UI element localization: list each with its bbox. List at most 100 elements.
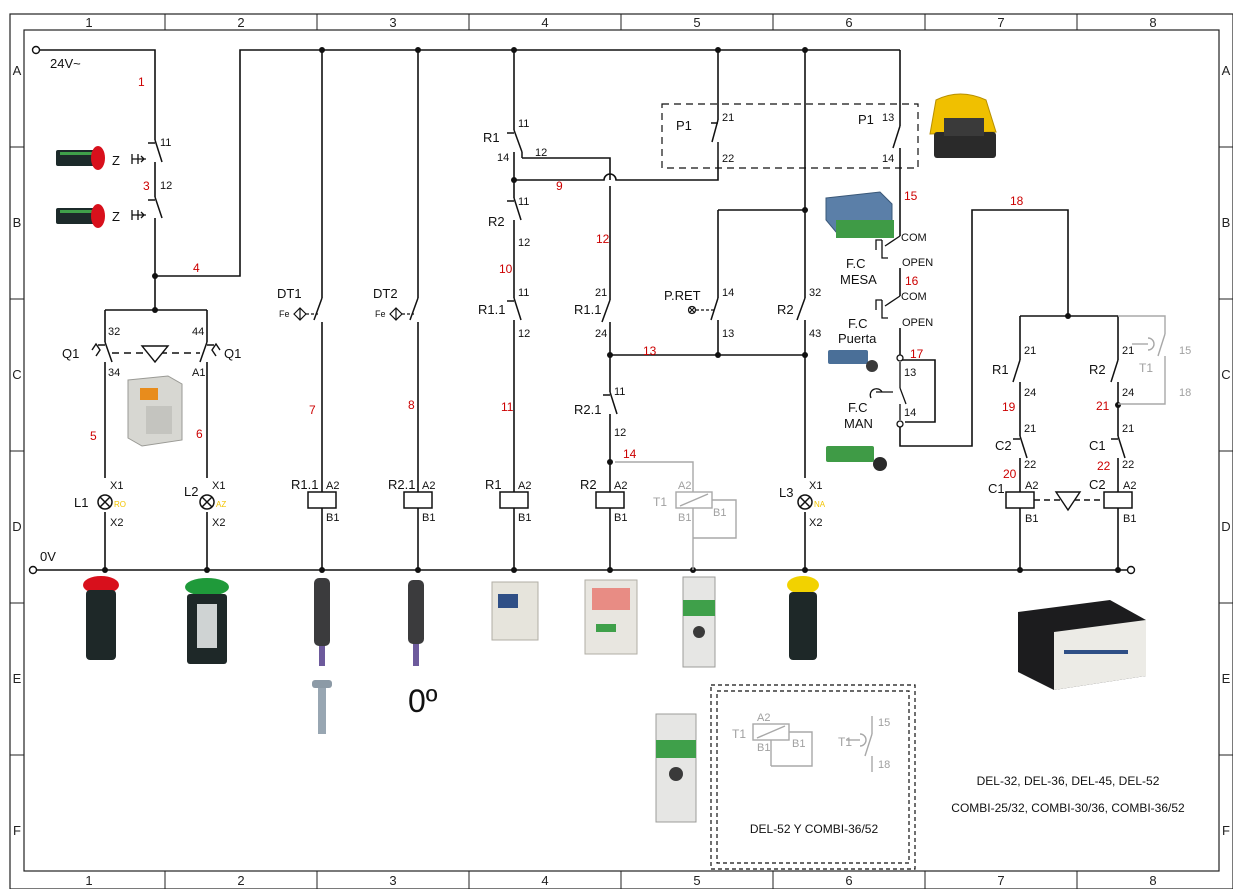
r2-a2: B1 — [614, 512, 627, 524]
dt1-label: DT1 — [277, 286, 302, 301]
r2-interlock-label: R2 — [1089, 362, 1106, 377]
contactor-interlock — [1034, 491, 1104, 512]
r2-a1: A2 — [614, 480, 627, 492]
wire-number-22: 22 — [1097, 459, 1111, 473]
p1-label-left: P1 — [676, 118, 692, 133]
l1-colour-tag: RO — [114, 500, 126, 509]
estop-1-term-11: 11 — [160, 137, 171, 149]
row-e-label-right: E — [1222, 671, 1231, 686]
p1-label-right: P1 — [858, 112, 874, 127]
limit-switch-mesa-picture — [825, 191, 894, 238]
col-2-label: 2 — [237, 15, 244, 30]
foot-pedal-picture — [929, 93, 997, 158]
wire-numbers: 1 3 4 5 6 7 8 9 10 11 12 13 14 15 16 17 … — [90, 75, 1111, 481]
fc-puerta-com: COM — [901, 291, 927, 303]
r1-coil-label: R1 — [485, 477, 502, 492]
supply-0v-label: 0V — [40, 549, 56, 564]
row-f-label-right: F — [1222, 823, 1230, 838]
wire-number-15: 15 — [904, 189, 918, 203]
wire-number-18: 18 — [1010, 194, 1024, 208]
c1-nc-term-22: 22 — [1122, 459, 1134, 471]
row-a-label-right: A — [1222, 63, 1231, 78]
relay-coils — [307, 491, 1133, 509]
timer-t1-picture — [682, 576, 716, 668]
pret-term-13: 13 — [722, 328, 734, 340]
dt1-fe: Fe — [279, 309, 290, 319]
q1-label-left: Q1 — [62, 346, 79, 361]
row-f-label: F — [13, 823, 21, 838]
p1-term-13: 13 — [882, 112, 894, 124]
l3-term-x1: X1 — [809, 480, 822, 492]
green-lamp-picture — [185, 578, 229, 664]
r2-i-term-21: 21 — [1122, 345, 1134, 357]
fc-puerta-label: Puerta — [838, 331, 877, 346]
c2-a1: A2 — [1123, 480, 1136, 492]
l2-colour-tag: AZ — [216, 500, 226, 509]
wire-number-19: 19 — [1002, 400, 1016, 414]
r1-a2: B1 — [518, 512, 531, 524]
row-d-label: D — [12, 519, 21, 534]
r2-term-12: 12 — [518, 237, 530, 249]
row-d-label-right: D — [1221, 519, 1230, 534]
column-numbers-top: 1 2 3 4 5 6 7 8 — [85, 15, 1156, 30]
r1-1-a2: B1 — [326, 512, 339, 524]
c1-coil-label: C1 — [988, 481, 1005, 496]
box-t1-coil-label: T1 — [732, 727, 746, 741]
pilot-lamps — [97, 494, 813, 510]
p1-term-14: 14 — [882, 153, 894, 165]
supply-terminals — [28, 45, 1136, 575]
col-4-label: 4 — [541, 15, 548, 30]
l1-label: L1 — [74, 495, 88, 510]
drawing-frame — [9, 13, 1233, 890]
l1-term-x2: X2 — [110, 517, 123, 529]
wire-number-3: 3 — [143, 179, 150, 193]
wire-number-7: 7 — [309, 403, 316, 417]
estop-2-label: Z — [112, 209, 120, 224]
wire-number-21: 21 — [1096, 399, 1110, 413]
limit-switch-man-picture — [826, 446, 887, 471]
estop-button-picture-1 — [56, 146, 105, 170]
col-5-label: 5 — [693, 15, 700, 30]
variant-box-caption: DEL-52 Y COMBI-36/52 — [750, 822, 879, 836]
r2-1-contact-label: R2.1 — [574, 402, 601, 417]
t1-contact-label: T1 — [1139, 361, 1153, 375]
box-t1-a2: B1 — [757, 742, 770, 754]
box-t1-term-18: 18 — [878, 759, 890, 771]
r2-term-11: 11 — [518, 196, 529, 208]
wire-number-16: 16 — [905, 274, 919, 288]
wire-number-5: 5 — [90, 429, 97, 443]
r1-interlock-label: R1 — [992, 362, 1009, 377]
q1-term-44: A1 — [192, 367, 205, 379]
dt2-label: DT2 — [373, 286, 398, 301]
row-letters-right: A B C D E F — [1221, 63, 1230, 838]
r2-1-a1: A2 — [422, 480, 435, 492]
wire-number-8: 8 — [408, 398, 415, 412]
estop-2-term-12: 12 — [160, 180, 172, 192]
t1-term-18: 18 — [1179, 387, 1191, 399]
col-5-label-bottom: 5 — [693, 873, 700, 888]
fc-man-term-14: 14 — [904, 407, 916, 419]
l3-term-x2: X2 — [809, 517, 822, 529]
row-b-label: B — [13, 215, 22, 230]
row-b-label-right: B — [1222, 215, 1231, 230]
col-4-label-bottom: 4 — [541, 873, 548, 888]
r2-term-31: 32 — [809, 287, 821, 299]
contactor-picture — [1018, 600, 1146, 690]
row-a-label: A — [13, 63, 22, 78]
box-t1-term-15: 15 — [878, 717, 890, 729]
relay-r2-picture — [584, 579, 638, 655]
junction-dots — [102, 47, 1121, 573]
l2-label: L2 — [184, 484, 198, 499]
timer-labels: T1 A2 B1 B1 T1 15 18 T1 A2 B1 B1 T1 15 1… — [653, 345, 1191, 771]
row-e-label: E — [13, 671, 22, 686]
r1-1-term-12: 12 — [518, 328, 530, 340]
wire-number-4: 4 — [193, 261, 200, 275]
col-1-label-bottom: 1 — [85, 873, 92, 888]
dt2-fe: Fe — [375, 309, 386, 319]
wire-number-10: 10 — [499, 262, 513, 276]
r1-1-contact2-label: R1.1 — [574, 302, 601, 317]
box-t1-b1: B1 — [792, 738, 805, 750]
col-7-label: 7 — [997, 15, 1004, 30]
c2-nc-term-22: 22 — [1024, 459, 1036, 471]
